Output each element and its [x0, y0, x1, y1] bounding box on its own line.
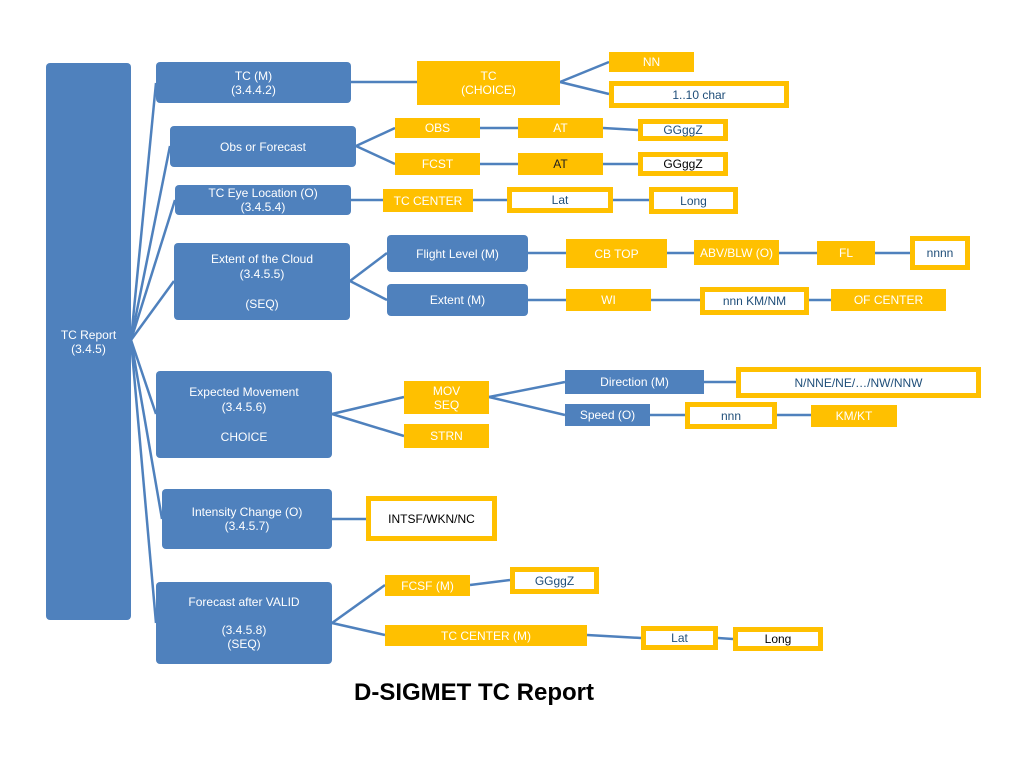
connector-line	[559, 60, 610, 84]
connector-line	[488, 395, 566, 417]
fcst-at-node: AT	[518, 153, 603, 175]
fcst-time-node: GGggZ	[638, 152, 728, 176]
km-kt-node: KM/KT	[811, 405, 897, 427]
eye-lat-node: Lat	[507, 187, 613, 213]
connector-line	[129, 280, 176, 341]
tc-m-node: TC (M) (3.4.4.2)	[156, 62, 351, 103]
connector-line	[331, 583, 386, 625]
connector-line	[602, 126, 639, 132]
speed-node: Speed (O)	[565, 404, 650, 426]
diagram-title: D-SIGMET TC Report	[354, 679, 594, 706]
wi-node: WI	[566, 289, 651, 311]
speed-nnn-node: nnn	[685, 402, 777, 429]
connector-line	[349, 252, 388, 282]
tc-eye-location-node: TC Eye Location (O) (3.4.5.4)	[175, 185, 351, 215]
connector-line	[129, 339, 158, 415]
obs-node: OBS	[395, 118, 480, 138]
intensity-change-node: Intensity Change (O) (3.4.5.7)	[162, 489, 332, 549]
nnn-km-nm-node: nnn KM/NM	[700, 287, 809, 315]
fcst-node: FCST	[395, 153, 480, 175]
intsf-wkn-nc-node: INTSF/WKN/NC	[366, 496, 497, 541]
connector-line	[355, 126, 396, 148]
char-1-10-node: 1..10 char	[609, 81, 789, 108]
connector-line	[349, 279, 388, 302]
nn-node: NN	[609, 52, 694, 72]
connector-line	[129, 339, 158, 624]
expected-movement-node: Expected Movement (3.4.5.6) CHOICE	[156, 371, 332, 458]
directions-list-node: N/NNE/NE/…/NW/NNW	[736, 367, 981, 398]
connector-line	[355, 144, 396, 166]
connector-line	[488, 380, 566, 399]
fl-node: FL	[817, 241, 875, 265]
abv-blw-node: ABV/BLW (O)	[694, 240, 779, 265]
tc-center-node: TC CENTER	[383, 189, 473, 212]
connector-line	[559, 80, 610, 96]
fc-lat-node: Lat	[641, 626, 718, 650]
connector-line	[129, 339, 164, 520]
forecast-after-valid-node: Forecast after VALID (3.4.5.8) (SEQ)	[156, 582, 332, 664]
connector-line	[331, 395, 405, 416]
extent-of-cloud-node: Extent of the Cloud (3.4.5.5) (SEQ)	[174, 243, 350, 320]
tc-report-node: TC Report (3.4.5)	[46, 63, 131, 620]
fcsf-time-node: GGggZ	[510, 567, 599, 594]
flight-level-node: Flight Level (M)	[387, 235, 528, 272]
connector-line	[129, 145, 172, 341]
mov-seq-node: MOV SEQ	[404, 381, 489, 414]
connector-line	[129, 82, 158, 341]
nnnn-node: nnnn	[910, 236, 970, 270]
obs-or-forecast-node: Obs or Forecast	[170, 126, 356, 167]
fc-long-node: Long	[733, 627, 823, 651]
direction-node: Direction (M)	[565, 370, 704, 394]
connector-line	[331, 412, 405, 438]
strn-node: STRN	[404, 424, 489, 448]
connector-line	[717, 636, 734, 641]
obs-at-node: AT	[518, 118, 603, 138]
fcsf-node: FCSF (M)	[385, 575, 470, 596]
connector-line	[331, 621, 386, 637]
cb-top-node: CB TOP	[566, 239, 667, 268]
tc-choice-node: TC (CHOICE)	[417, 61, 560, 105]
obs-time-node: GGggZ	[638, 119, 728, 141]
tc-center-m-node: TC CENTER (M)	[385, 625, 587, 646]
connector-line	[129, 199, 177, 341]
extent-m-node: Extent (M)	[387, 284, 528, 316]
eye-long-node: Long	[649, 187, 738, 214]
of-center-node: OF CENTER	[831, 289, 946, 311]
connector-line	[586, 633, 642, 640]
connector-line	[469, 578, 511, 587]
